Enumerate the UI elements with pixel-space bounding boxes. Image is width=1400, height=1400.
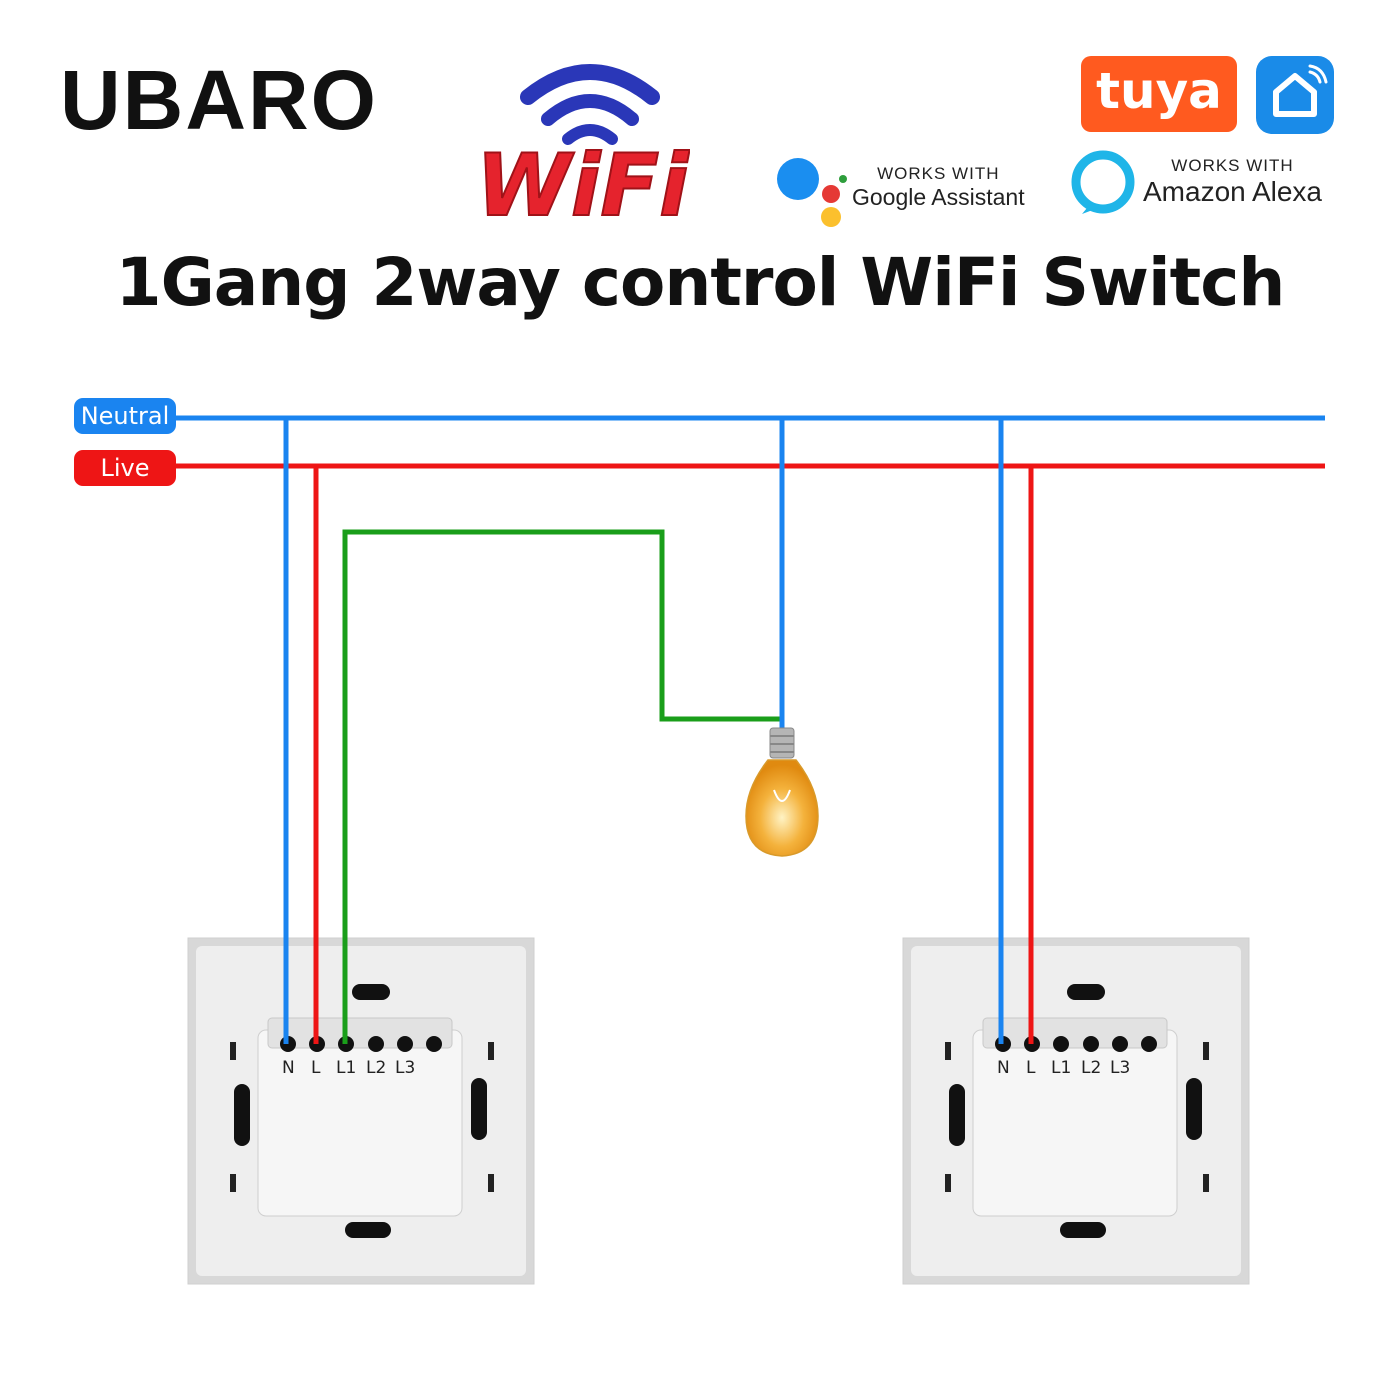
- neutral-wire-label: Neutral: [74, 398, 176, 434]
- google-name: Google Assistant: [852, 184, 1025, 210]
- right-terminal-l1: L1: [1051, 1058, 1072, 1078]
- google-works-with: WORKS WITH: [877, 164, 1000, 183]
- right-terminal-l3: L3: [1110, 1058, 1131, 1078]
- brand-logo: UBARO: [60, 53, 378, 147]
- right-terminal-n: N: [997, 1058, 1010, 1078]
- live-wire-label: Live: [74, 450, 176, 486]
- wifi-logo-text: WiFi: [476, 136, 690, 230]
- alexa-label: WORKS WITH Amazon Alexa: [1143, 156, 1322, 208]
- right-terminal-l: L: [1026, 1058, 1036, 1078]
- wifi-logo: WiFi: [475, 64, 690, 230]
- google-assistant-label: WORKS WITH Google Assistant: [852, 164, 1025, 211]
- left-terminal-l3: L3: [395, 1058, 416, 1078]
- load-wire: [342, 529, 782, 1044]
- left-terminal-n: N: [282, 1058, 295, 1078]
- left-terminal-l1: L1: [336, 1058, 357, 1078]
- page-title: 1Gang 2way control WiFi Switch: [115, 244, 1286, 321]
- alexa-name: Amazon Alexa: [1143, 176, 1322, 207]
- right-terminal-l2: L2: [1081, 1058, 1102, 1078]
- light-bulb-icon: [745, 727, 819, 857]
- left-terminal-l2: L2: [366, 1058, 387, 1078]
- google-assistant-icon: [777, 158, 847, 227]
- tuya-logo: tuya: [1081, 56, 1237, 132]
- switch-right: [902, 937, 1250, 1285]
- alexa-icon: [1071, 150, 1135, 214]
- home-icon: [1256, 56, 1334, 134]
- switch-left: [187, 937, 535, 1285]
- left-terminal-l: L: [311, 1058, 321, 1078]
- alexa-works-with: WORKS WITH: [1171, 156, 1294, 175]
